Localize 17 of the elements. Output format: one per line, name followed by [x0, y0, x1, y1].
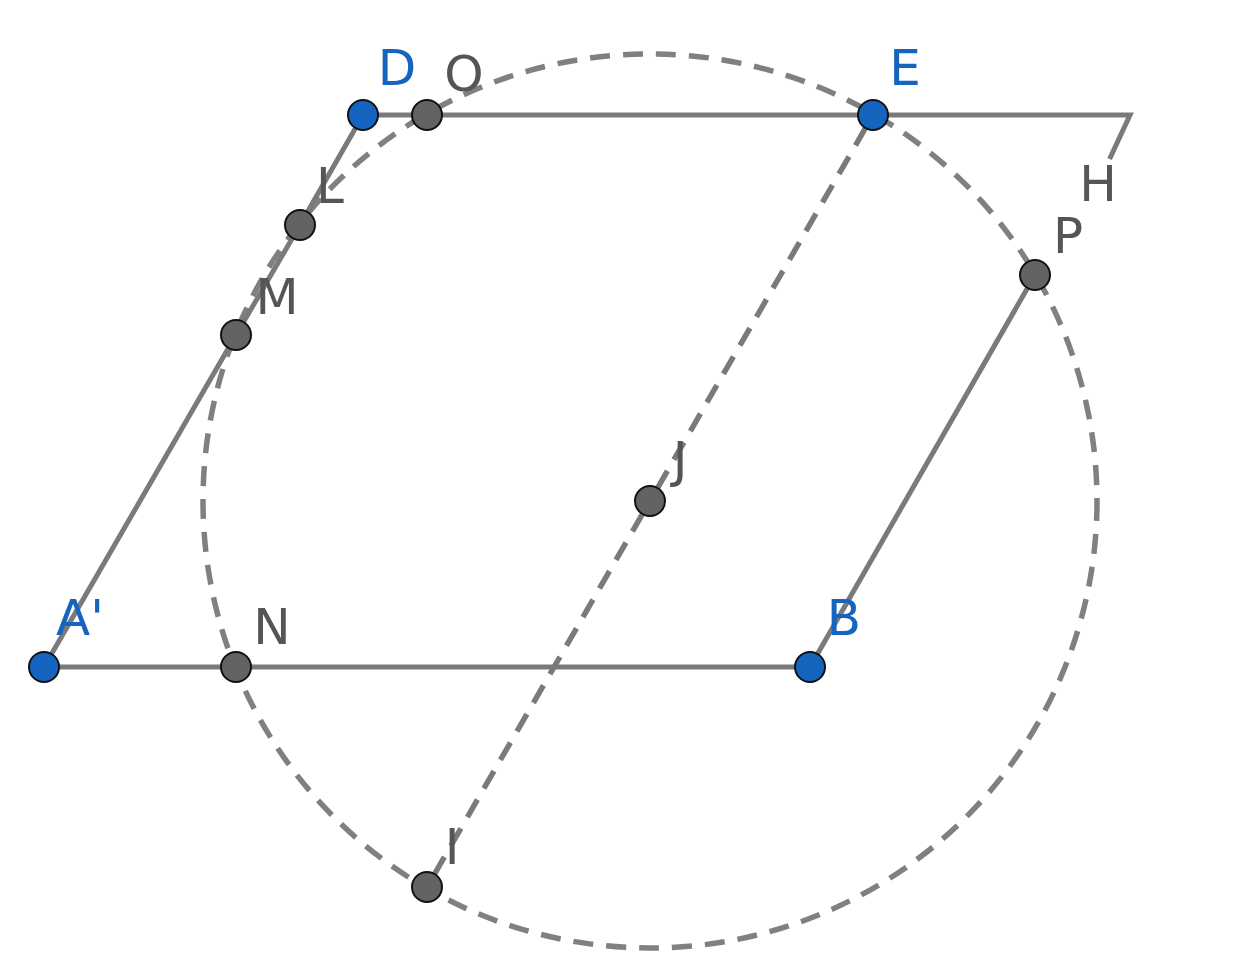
dashed-line [432, 512, 645, 876]
line-segment [49, 346, 231, 656]
dashed-line [655, 126, 868, 490]
point-label: D [377, 43, 417, 93]
point-label: O [444, 49, 484, 99]
line-segment [241, 236, 295, 324]
line-segment [378, 112, 412, 118]
line-segment [888, 112, 1134, 161]
line-segment [815, 286, 1030, 656]
point-label: P [1052, 211, 1084, 261]
point-label: M [255, 272, 299, 322]
point-label: H [1079, 159, 1117, 209]
line-segment [59, 664, 221, 670]
point-label: N [253, 602, 291, 652]
line-segment [442, 112, 858, 118]
line-segment [251, 664, 795, 670]
point-label: E [889, 43, 921, 93]
